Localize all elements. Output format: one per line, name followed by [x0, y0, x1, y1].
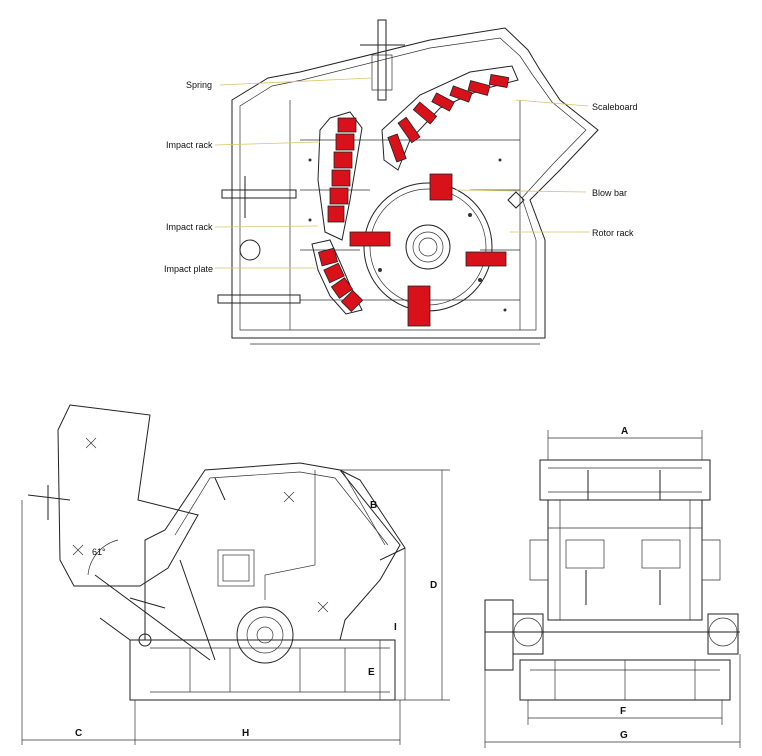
- label-scaleboard: Scaleboard: [592, 102, 638, 112]
- label-impact-rack-2: Impact rack: [166, 222, 213, 232]
- dim-h: H: [242, 728, 249, 739]
- blow-bars-lower: [317, 247, 364, 313]
- side-view: 61° B C D E H I: [21, 404, 450, 745]
- dim-g: G: [620, 730, 628, 741]
- cross-section-view: Spring Impact rack Impact rack Impact pl…: [164, 19, 638, 345]
- angle-label: 61°: [92, 547, 106, 557]
- dim-a: A: [621, 426, 628, 437]
- dim-i: I: [394, 622, 397, 633]
- label-spring: Spring: [186, 80, 212, 90]
- label-blow-bar: Blow bar: [592, 188, 627, 198]
- label-rotor-rack: Rotor rack: [592, 228, 634, 238]
- dim-d: D: [430, 580, 437, 591]
- rotor-blow-bars: [349, 173, 507, 327]
- dim-b: B: [370, 500, 377, 511]
- blow-bars-upper: [387, 74, 510, 163]
- label-impact-rack-1: Impact rack: [166, 140, 213, 150]
- front-view: A F G: [484, 426, 741, 748]
- label-impact-plate: Impact plate: [164, 264, 213, 274]
- dim-e: E: [368, 667, 375, 678]
- blow-bars-left: [327, 117, 357, 223]
- dim-c: C: [75, 728, 82, 739]
- dim-f: F: [620, 706, 626, 717]
